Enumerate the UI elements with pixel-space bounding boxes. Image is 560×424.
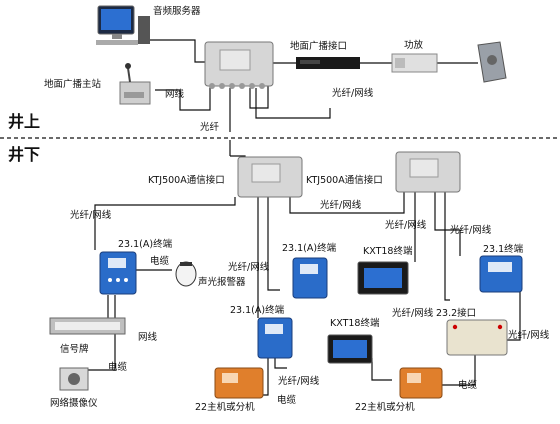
terminal-231-right-label: 23.1终端 (483, 243, 524, 255)
sign-label: 信号牌 (60, 343, 89, 355)
link-label-9: 光纤/网线 (392, 307, 434, 319)
terminal-231a-lower (257, 317, 293, 359)
terminal-231a-lower-label: 23.1(A)终端 (230, 304, 285, 316)
zone-label-above: 井上 (8, 112, 40, 131)
link-label-fiber: 光纤 (200, 121, 220, 133)
alarm-label: 声光报警器 (198, 276, 246, 288)
link-label-11: 光纤/网线 (278, 375, 320, 387)
link-label-1: 网线 (165, 88, 185, 100)
ground-interface-label: 地面广播接口 (290, 40, 347, 52)
link-label-4: 光纤/网线 (70, 209, 112, 221)
kxt18-bottom-terminal (327, 334, 373, 364)
kxt18-top-terminal (357, 261, 409, 295)
host-left-device (214, 367, 264, 399)
link-label-6: 光纤/网线 (450, 224, 492, 236)
ground-interface-device (296, 57, 360, 69)
link-label-8: 光纤/网线 (508, 329, 550, 341)
terminal-231a-left (99, 251, 137, 295)
ktj-left-box (237, 156, 303, 198)
link-label-cable-2: 电缆 (108, 361, 128, 373)
kxt18-top-label: KXT18终端 (363, 245, 413, 257)
host-right-label: 22主机或分机 (355, 401, 415, 413)
terminal-231-right (479, 255, 523, 293)
speaker-icon (477, 41, 507, 83)
terminal-231a-center (292, 257, 328, 299)
camera-icon (59, 367, 89, 391)
link-label-cable-3: 电缆 (277, 394, 297, 406)
audio-server-label: 音频服务器 (153, 5, 201, 17)
ktj-right-box (395, 151, 461, 193)
terminal-231a-left-label: 23.1(A)终端 (118, 238, 173, 250)
link-label-10: 网线 (138, 331, 158, 343)
ground-host-label: 地面广播主站 (44, 78, 102, 90)
alarm-icon (175, 261, 197, 287)
interface-232-label: 23.2接口 (436, 307, 476, 319)
ktj-right-label: KTJ500A通信接口 (306, 174, 383, 186)
ktj-left-label: KTJ500A通信接口 (148, 174, 225, 186)
link-label-cable-4: 电缆 (458, 379, 478, 391)
interface-232-box (446, 319, 508, 356)
audio-server-icon (96, 5, 150, 45)
link-label-7: 光纤/网线 (228, 261, 270, 273)
link-label-2: 光纤/网线 (332, 87, 374, 99)
terminal-231a-center-label: 23.1(A)终端 (282, 242, 337, 254)
amplifier-label: 功放 (404, 39, 424, 51)
top-interface-box (204, 41, 274, 89)
ground-host-icon (119, 63, 151, 105)
sign-device (49, 317, 126, 335)
amplifier-device (391, 53, 438, 73)
zone-label-below: 井下 (8, 145, 40, 164)
kxt18-bottom-label: KXT18终端 (330, 317, 380, 329)
host-right-device (399, 367, 443, 399)
link-label-5: 光纤/网线 (385, 219, 427, 231)
host-left-label: 22主机或分机 (195, 401, 255, 413)
camera-label: 网络摄像仪 (50, 397, 98, 409)
link-label-cable-1: 电缆 (150, 255, 170, 267)
link-label-3: 光纤/网线 (320, 199, 362, 211)
